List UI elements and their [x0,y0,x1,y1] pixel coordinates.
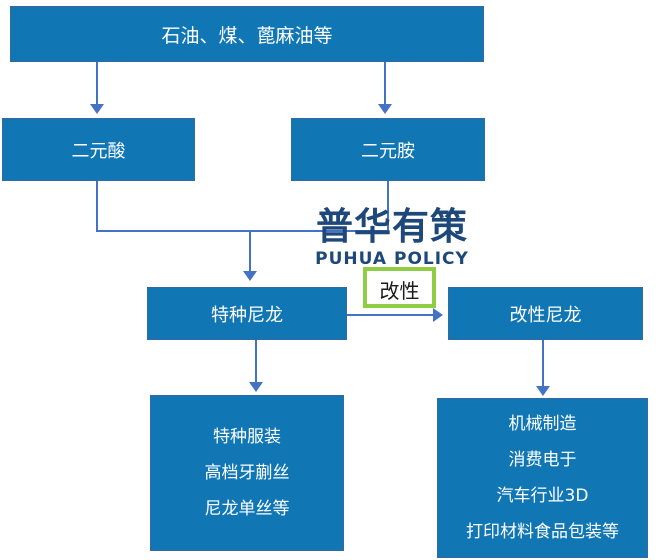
node-dibasic-acid: 二元酸 [2,118,195,181]
modified-applications-line-4: 打印材料食品包装等 [466,522,619,542]
watermark-logo-cn: 普华有策 [316,205,468,248]
arrowhead-raw-to-diacid [90,104,104,114]
edge-label-modification-box: 改性 [363,267,436,308]
modified-applications-line-2: 消费电于 [508,450,577,470]
special-applications-lines: 特种服装 高档牙蒯丝 尼龙单丝等 [205,419,290,527]
node-raw-materials-label: 石油、煤、蓖麻油等 [161,24,333,47]
special-applications-line-1: 特种服装 [213,427,281,447]
node-modified-nylon-applications: 机械制造 消费电于 汽车行业3D 打印材料食品包装等 [437,398,648,558]
connector-special-to-apps [255,340,257,384]
connector-merge-down [249,231,251,273]
node-raw-materials: 石油、煤、蓖麻油等 [10,6,484,62]
connector-diamine-down [387,181,389,231]
node-modified-nylon: 改性尼龙 [448,287,643,340]
modified-applications-line-1: 机械制造 [508,414,577,434]
arrowhead-modified-to-apps [536,386,550,396]
node-dibasic-acid-label: 二元酸 [71,140,126,162]
arrowhead-raw-to-diamine [378,104,392,114]
special-applications-line-2: 高档牙蒯丝 [204,463,290,483]
node-special-nylon-label: 特种尼龙 [211,304,283,326]
node-diamine-label: 二元胺 [361,140,415,162]
edge-label-modification-text: 改性 [379,279,420,303]
connector-modified-to-apps [542,340,544,388]
modified-applications-lines: 机械制造 消费电于 汽车行业3D 打印材料食品包装等 [466,406,619,550]
connector-diacid-down [96,181,98,231]
arrowhead-special-to-modified [433,308,443,322]
node-modified-nylon-label: 改性尼龙 [509,304,582,326]
watermark: 普华有策 PUHUA POLICY [312,206,472,270]
connector-special-to-modified [347,314,435,316]
connector-merge-horizontal [96,230,389,232]
arrowhead-special-to-apps [249,382,263,392]
special-applications-line-3: 尼龙单丝等 [204,499,290,519]
modified-applications-line-3: 汽车行业3D [496,486,589,506]
node-diamine: 二元胺 [291,118,485,181]
arrowhead-to-special-nylon [243,271,257,281]
connector-raw-to-diacid [96,62,98,106]
node-special-nylon-applications: 特种服装 高档牙蒯丝 尼龙单丝等 [150,395,344,551]
node-special-nylon: 特种尼龙 [147,287,347,340]
connector-raw-to-diamine [384,62,386,106]
